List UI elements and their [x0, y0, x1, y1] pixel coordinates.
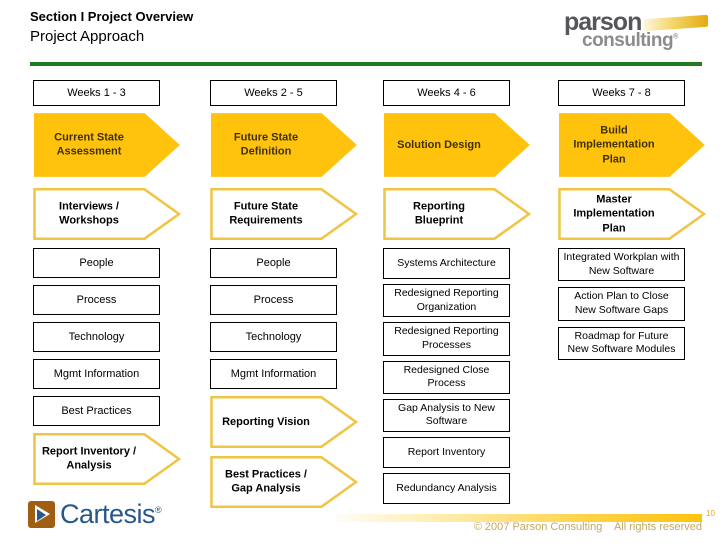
milestone-arrow: Best Practices / Gap Analysis: [210, 456, 358, 508]
consulting-logo-word: consulting®: [582, 30, 678, 52]
deliverable-box: Redesigned Reporting Organization: [383, 284, 510, 318]
arrow-label: Future State Definition: [233, 131, 299, 158]
week-header: Weeks 7 - 8: [558, 80, 685, 106]
cartesis-wordmark: Cartesis®: [60, 499, 162, 530]
cartesis-logo: Cartesis®: [28, 499, 162, 530]
logo-swoosh-icon: [644, 14, 708, 32]
week-header: Weeks 1 - 3: [33, 80, 160, 106]
cartesis-name: Cartesis: [60, 499, 156, 529]
milestone-arrow: Master Implementation Plan: [558, 188, 706, 240]
arrow-shape-icon: [558, 188, 706, 240]
divider-line: [30, 62, 702, 66]
milestone-arrow: Interviews / Workshops: [33, 188, 181, 240]
arrow-shape-icon: [383, 113, 530, 177]
deliverable-box: Mgmt Information: [210, 359, 337, 389]
registered-mark: ®: [155, 505, 162, 515]
arrow-label: Future State Requirements: [229, 200, 303, 227]
phase-arrow: Future State Definition: [210, 112, 358, 178]
page-title: Project Approach: [30, 28, 145, 46]
deliverable-box: People: [33, 248, 160, 278]
inner-triangle-icon: [37, 508, 46, 521]
deliverable-box: Redundancy Analysis: [383, 473, 510, 505]
consulting-text: consulting: [582, 30, 674, 51]
copyright-text: © 2007 Parson Consulting All rights rese…: [473, 521, 702, 533]
arrow-label: Best Practices / Gap Analysis: [225, 468, 307, 495]
arrow-shape-icon: [210, 396, 358, 448]
deliverable-box: Redesigned Close Process: [383, 360, 510, 394]
milestone-arrow: Reporting Vision: [210, 396, 358, 448]
deliverable-box: Systems Architecture: [383, 248, 510, 279]
parson-logo-word: parson: [564, 8, 642, 36]
deliverable-box: Report Inventory: [383, 437, 510, 469]
milestone-arrow: Report Inventory / Analysis: [33, 433, 181, 485]
phase-arrow: Current State Assessment: [33, 112, 181, 178]
arrow-shape-icon: [210, 456, 358, 508]
week-header: Weeks 4 - 6: [383, 80, 510, 106]
phase-arrow: Build Implementation Plan: [558, 112, 706, 178]
arrow-label: Interviews / Workshops: [59, 200, 119, 227]
arrow-label: Reporting Blueprint: [413, 200, 465, 227]
deliverable-box: Roadmap for Future New Software Modules: [558, 326, 685, 360]
arrow-label: Report Inventory / Analysis: [41, 445, 137, 472]
deliverable-box: Process: [33, 285, 160, 315]
registered-mark: ®: [673, 33, 678, 41]
arrow-label: Build Implementation Plan: [573, 124, 655, 166]
arrow-label: Master Implementation Plan: [573, 193, 655, 235]
deliverable-box: Process: [210, 285, 337, 315]
arrow-label: Solution Design: [397, 138, 481, 151]
deliverable-box: Mgmt Information: [33, 359, 160, 389]
deliverable-box: Best Practices: [33, 396, 160, 426]
deliverable-box: Redesigned Reporting Processes: [383, 322, 510, 356]
arrow-shape-icon: [210, 188, 358, 240]
footer-gradient-bar: [332, 514, 702, 522]
deliverable-box: Action Plan to Close New Software Gaps: [558, 287, 685, 321]
section-title: Section I Project Overview: [30, 9, 194, 24]
deliverable-box: Gap Analysis to New Software: [383, 398, 510, 433]
milestone-arrow: Future State Requirements: [210, 188, 358, 240]
arrow-shape-icon: [33, 188, 181, 240]
deliverable-box: People: [210, 248, 337, 278]
parson-consulting-logo: parson consulting®: [560, 6, 710, 56]
cartesis-mark-icon: [28, 501, 55, 528]
phase-arrow: Solution Design: [383, 112, 531, 178]
arrow-label: Current State Assessment: [54, 131, 124, 158]
arrow-shape-icon: [210, 113, 357, 177]
milestone-arrow: Reporting Blueprint: [383, 188, 531, 240]
header: Section I Project Overview Project Appro…: [30, 8, 193, 47]
deliverable-box: Technology: [210, 322, 337, 352]
deliverable-box: Technology: [33, 322, 160, 352]
arrow-shape-icon: [33, 433, 181, 485]
deliverable-box: Integrated Workplan with New Software: [558, 248, 685, 282]
page-number: 10: [706, 509, 715, 518]
arrow-label: Reporting Vision: [222, 415, 310, 428]
arrow-shape-icon: [383, 188, 531, 240]
week-header: Weeks 2 - 5: [210, 80, 337, 106]
arrow-shape-icon: [558, 113, 705, 177]
arrow-shape-icon: [33, 113, 180, 177]
